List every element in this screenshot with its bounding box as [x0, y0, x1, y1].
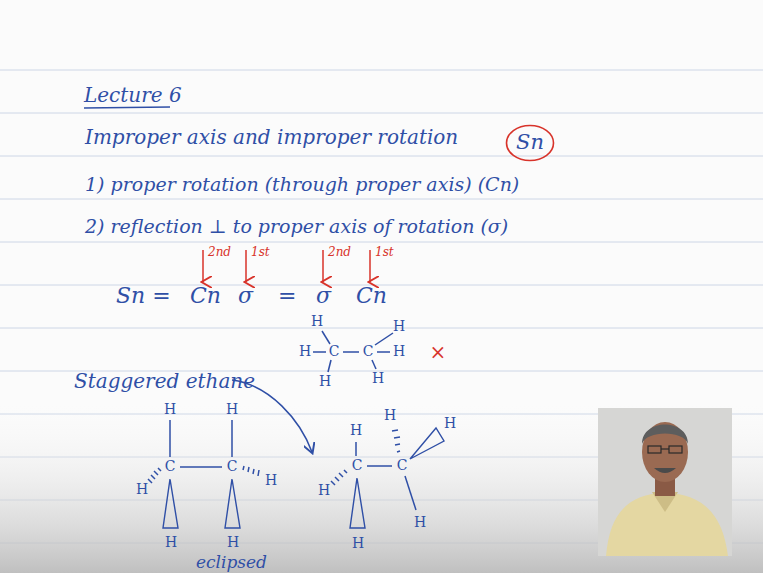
order-mark: 2nd	[208, 246, 231, 259]
atom-label: H	[444, 416, 456, 431]
atom-label: H	[136, 482, 148, 497]
equation-part: σ	[238, 284, 253, 308]
atom-label: H	[165, 535, 177, 550]
symbol-text: Sn	[505, 131, 555, 154]
video-shade	[0, 400, 763, 573]
ethane-bonds	[148, 331, 416, 510]
atom-label: H	[226, 402, 238, 417]
wedge-bonds	[163, 428, 444, 528]
heading-text: Improper axis and improper rotation	[85, 126, 458, 148]
order-mark: 2nd	[328, 246, 351, 259]
equation-part: Sn =	[116, 284, 171, 308]
atom-label: C	[352, 458, 363, 473]
atom-label: H	[299, 344, 311, 359]
note-line: eclipsed	[196, 553, 267, 572]
order-mark: 1st	[375, 246, 394, 259]
atom-label: H	[384, 408, 396, 423]
equation-part: σ	[316, 284, 331, 308]
circled-symbol: Sn	[505, 124, 555, 162]
presenter-figure	[598, 408, 732, 556]
atom-label: H	[265, 473, 277, 488]
atom-label: H	[393, 319, 405, 334]
lecture-title: Lecture 6	[84, 84, 182, 106]
note-line: 1) proper rotation (through proper axis)…	[85, 174, 519, 195]
atom-label: H	[393, 344, 405, 359]
atom-label: H	[372, 371, 384, 386]
note-line: 2) reflection ⊥ to proper axis of rotati…	[85, 216, 508, 237]
order-mark: 1st	[251, 246, 270, 259]
atom-label: H	[318, 483, 330, 498]
equation-part: Cn	[356, 284, 387, 308]
title-underline	[84, 107, 170, 108]
atom-label: H	[414, 515, 426, 530]
cross-mark: ×	[430, 341, 447, 363]
atom-label: C	[329, 344, 340, 359]
atom-label: C	[227, 459, 238, 474]
equation-part: =	[278, 284, 296, 308]
atom-label: H	[164, 402, 176, 417]
atom-label: C	[397, 458, 408, 473]
note-line: Staggered ethane	[74, 370, 255, 392]
atom-label: H	[311, 314, 323, 329]
atom-label: H	[227, 535, 239, 550]
equation-part: Cn	[190, 284, 221, 308]
atom-label: H	[350, 423, 362, 438]
atom-label: H	[352, 536, 364, 551]
atom-label: C	[363, 344, 374, 359]
atom-label: C	[165, 459, 176, 474]
atom-label: H	[319, 374, 331, 389]
